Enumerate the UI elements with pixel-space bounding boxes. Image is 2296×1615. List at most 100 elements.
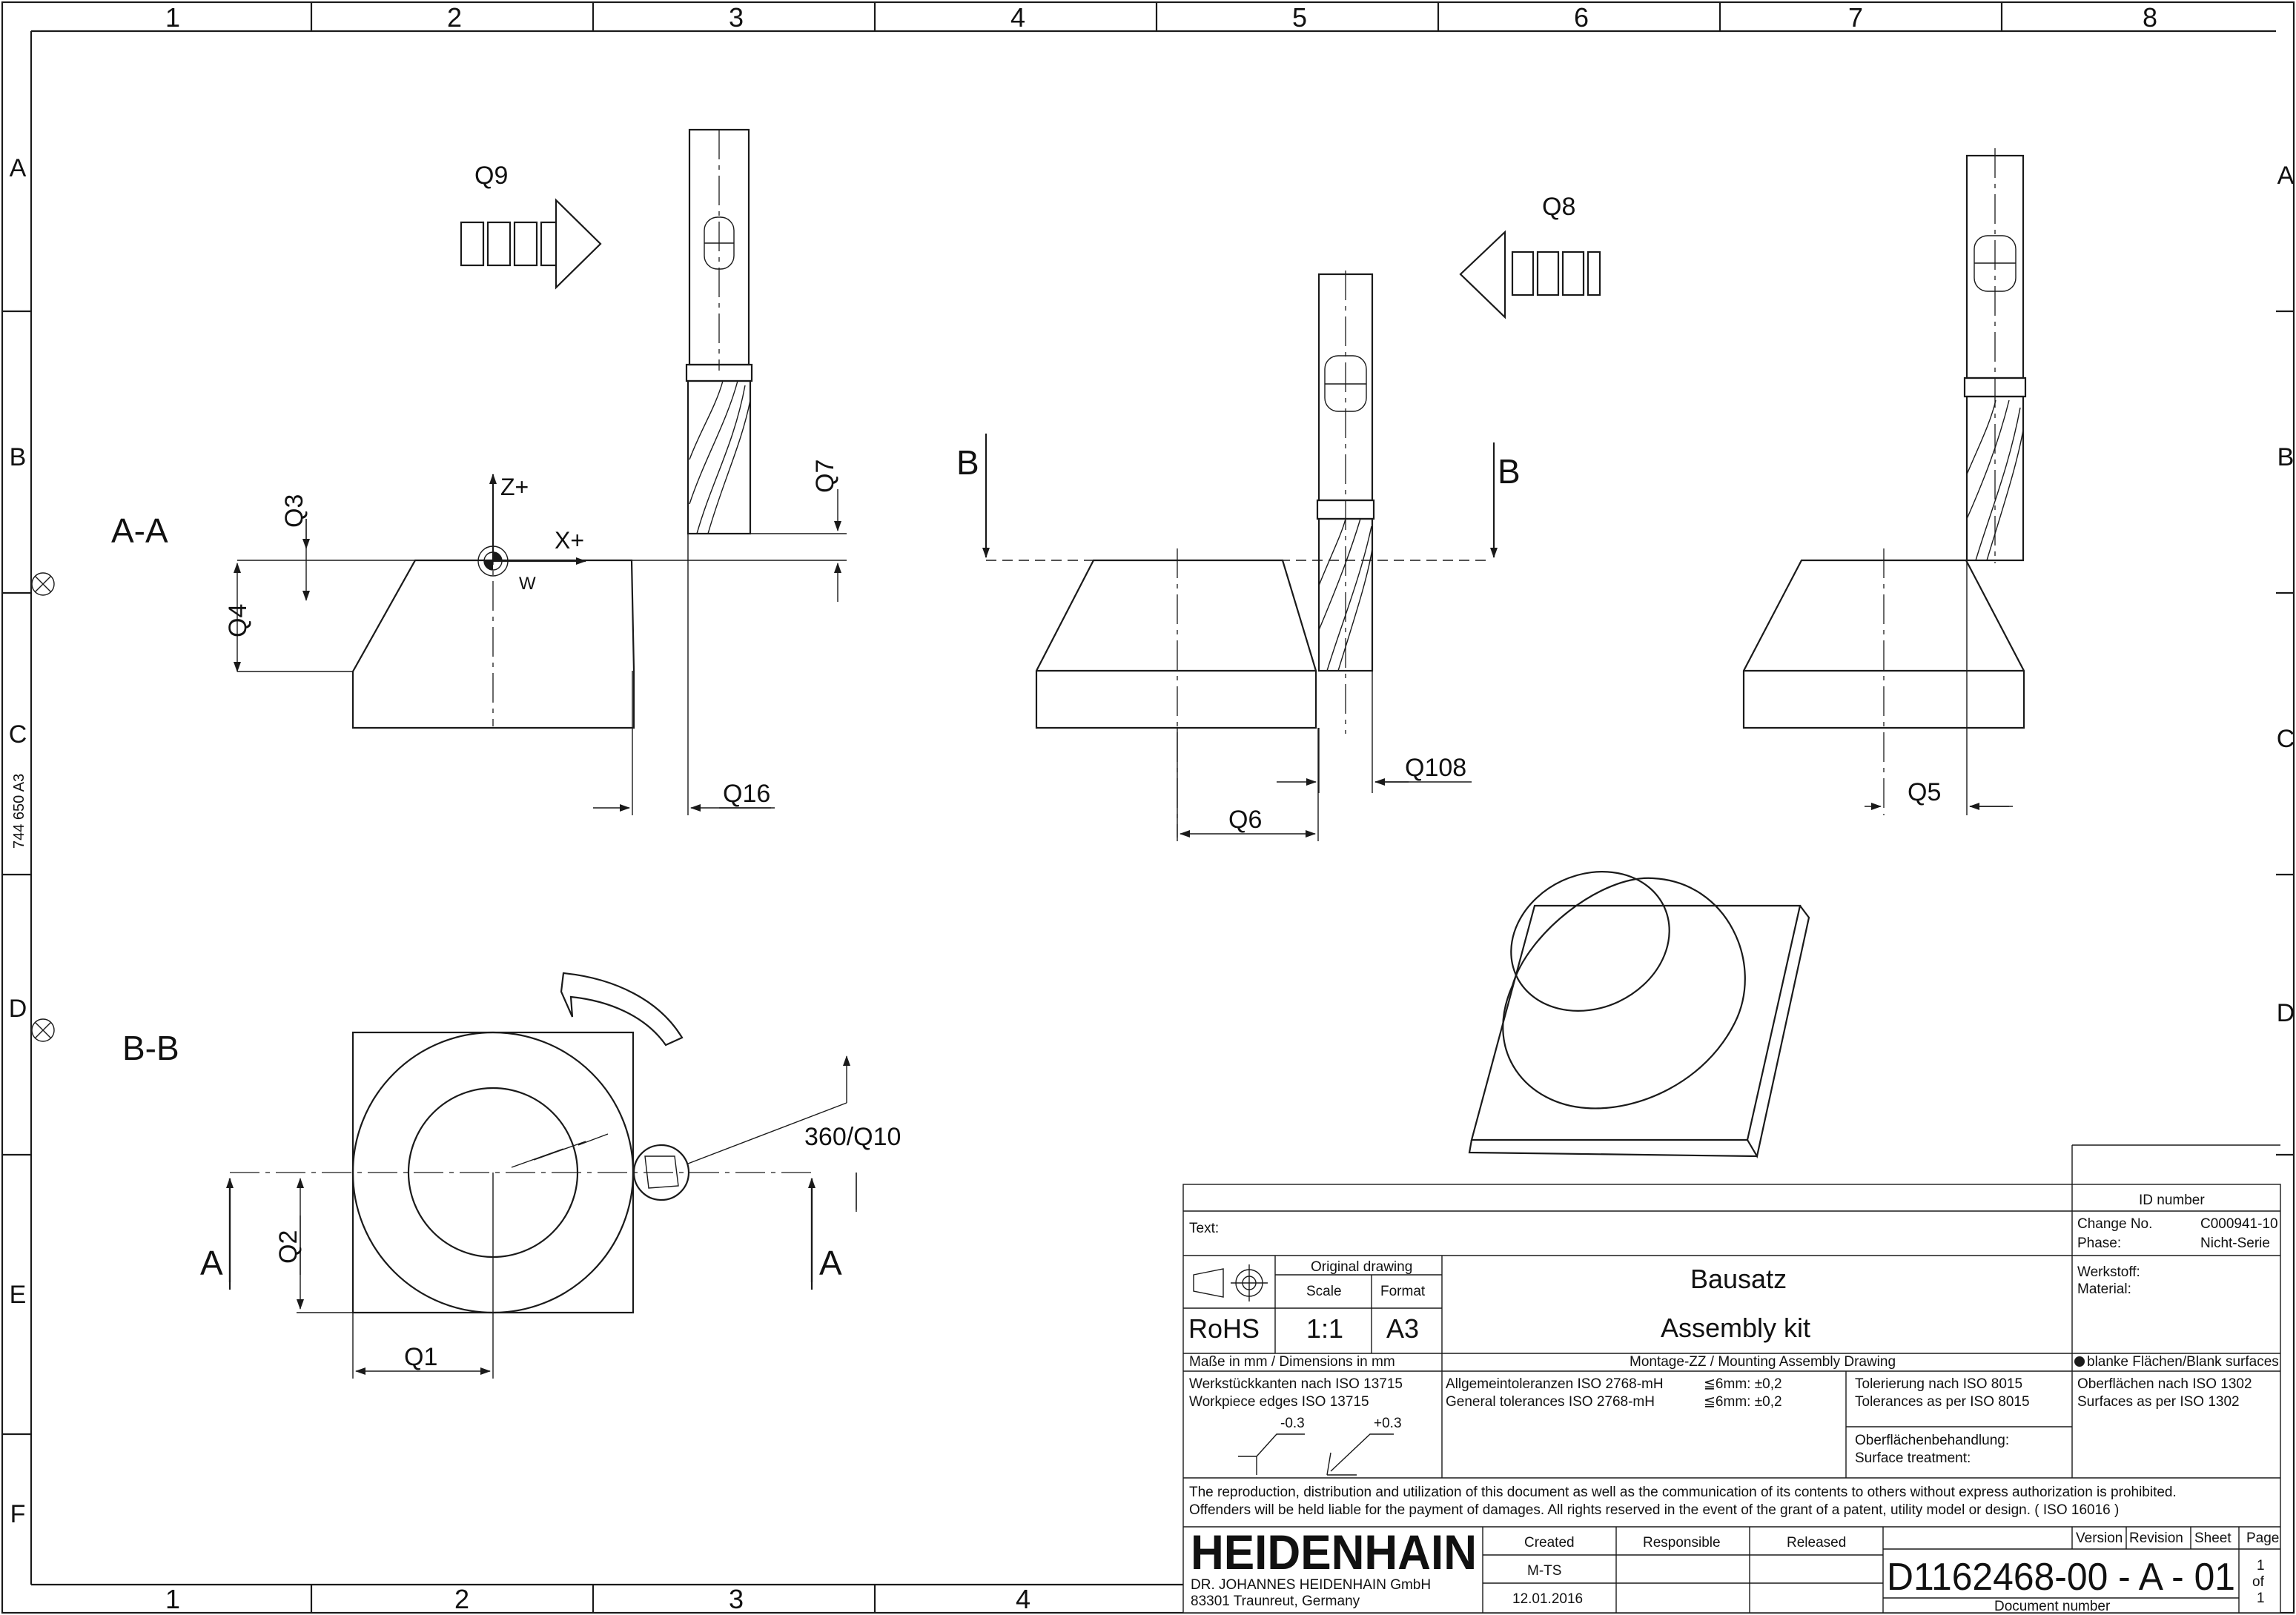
z-axis-label: Z+ bbox=[500, 474, 529, 500]
section-aa-view: A-A Z+ X+ W Q3 Q4 bbox=[111, 128, 847, 815]
title-de: Bausatz bbox=[1690, 1264, 1787, 1294]
col-label-1-bottom: 1 bbox=[165, 1584, 180, 1614]
rotation-arrow-icon bbox=[560, 972, 684, 1047]
edge-minus: -0.3 bbox=[1280, 1416, 1305, 1431]
scale-value: 1:1 bbox=[1306, 1313, 1343, 1344]
section-aa-label: A-A bbox=[111, 511, 168, 550]
cut-label-b-left: B bbox=[956, 443, 979, 482]
edges-de: Werkstückkanten nach ISO 13715 bbox=[1189, 1376, 1403, 1392]
cut-label-b-right: B bbox=[1498, 452, 1521, 491]
feed-label-q9: Q9 bbox=[474, 162, 508, 190]
created-date: 12.01.2016 bbox=[1512, 1591, 1583, 1607]
milling-cutter-right bbox=[1963, 148, 2027, 563]
page-label: Page bbox=[2246, 1531, 2279, 1546]
dimension-q3: Q3 bbox=[280, 494, 308, 528]
row-label-c: C bbox=[9, 720, 27, 749]
change-no-value: C000941-10 bbox=[2200, 1216, 2278, 1232]
released-label: Released bbox=[1787, 1535, 1846, 1551]
original-drawing-label: Original drawing bbox=[1311, 1259, 1412, 1275]
edge-symbol-minus-icon bbox=[1238, 1433, 1305, 1475]
row-label-f: F bbox=[10, 1500, 26, 1528]
col-label-2-bottom: 2 bbox=[454, 1584, 469, 1614]
workpiece-origin-label: W bbox=[519, 574, 536, 594]
milling-cutter-middle bbox=[1316, 271, 1375, 734]
werkstoff-label: Werkstoff: bbox=[2077, 1264, 2140, 1280]
page-of: of bbox=[2252, 1574, 2265, 1590]
dimension-q1: Q1 bbox=[404, 1343, 437, 1371]
edge-plus: +0.3 bbox=[1374, 1416, 1402, 1431]
treatment-en: Surface treatment: bbox=[1855, 1450, 1971, 1466]
col-label-4-bottom: 4 bbox=[1016, 1584, 1030, 1614]
dimension-q16: Q16 bbox=[723, 780, 770, 808]
iso1302-en: Surfaces as per ISO 1302 bbox=[2077, 1394, 2240, 1410]
col-label-8: 8 bbox=[2143, 2, 2157, 33]
drawing-type: Montage-ZZ / Mounting Assembly Drawing bbox=[1630, 1354, 1896, 1370]
section-bb-label: B-B bbox=[122, 1029, 179, 1067]
feed-arrow-right-icon bbox=[460, 198, 602, 290]
iso8015-en: Tolerances as per ISO 8015 bbox=[1855, 1394, 2030, 1410]
row-labels: A B C D E F A B C D bbox=[9, 154, 2295, 1528]
col-label-1: 1 bbox=[165, 2, 180, 33]
id-number-label: ID number bbox=[2139, 1193, 2205, 1208]
dimension-q5: Q5 bbox=[1908, 778, 1941, 806]
notice-line-1: The reproduction, distribution and utili… bbox=[1189, 1485, 2177, 1500]
company-name: DR. JOHANNES HEIDENHAIN GmbH bbox=[1191, 1577, 1431, 1593]
document-number-label: Document number bbox=[1994, 1599, 2111, 1614]
row-label-a: A bbox=[10, 154, 27, 182]
col-label-6: 6 bbox=[1574, 2, 1589, 33]
phase-value: Nicht-Serie bbox=[2200, 1236, 2270, 1251]
title-en: Assembly kit bbox=[1661, 1313, 1810, 1343]
document-number: D1162468-00 - A - 01 bbox=[1887, 1556, 2235, 1599]
revision-label: Revision bbox=[2129, 1531, 2183, 1546]
format-label: Format bbox=[1380, 1284, 1426, 1299]
dimensions-note: Maße in mm / Dimensions in mm bbox=[1189, 1354, 1395, 1370]
material-label: Material: bbox=[2077, 1281, 2131, 1297]
section-bb-view: B-B 360/Q10 A A Q2 Q1 bbox=[122, 972, 901, 1379]
responsible-label: Responsible bbox=[1643, 1535, 1721, 1551]
dimension-q108: Q108 bbox=[1405, 754, 1466, 782]
col-label-3-bottom: 3 bbox=[729, 1584, 744, 1614]
surfaces-note: blanke Flächen/Blank surfaces bbox=[2087, 1354, 2279, 1370]
col-label-4: 4 bbox=[1010, 2, 1025, 33]
page-total: 1 bbox=[2257, 1591, 2265, 1606]
col-label-7: 7 bbox=[1848, 2, 1863, 33]
dimension-q2: Q2 bbox=[274, 1230, 302, 1264]
scale-label: Scale bbox=[1306, 1284, 1342, 1299]
tolerance-value-2: ≦6mm: ±0,2 bbox=[1704, 1394, 1782, 1410]
tolerance-en: General tolerances ISO 2768-mH bbox=[1446, 1394, 1655, 1410]
feed-label-q8: Q8 bbox=[1542, 193, 1575, 221]
isometric-view bbox=[1468, 871, 1810, 1158]
row-label-a-right: A bbox=[2277, 162, 2295, 190]
milling-cutter-aa bbox=[685, 128, 753, 535]
side-code: 744 650 A3 bbox=[11, 774, 27, 849]
x-axis-label: X+ bbox=[555, 527, 584, 554]
edges-en: Workpiece edges ISO 13715 bbox=[1189, 1394, 1369, 1410]
row-label-e: E bbox=[10, 1281, 27, 1309]
dimension-q7: Q7 bbox=[811, 460, 839, 493]
row-label-d: D bbox=[9, 995, 27, 1023]
created-by: M-TS bbox=[1527, 1563, 1561, 1579]
phase-label: Phase: bbox=[2077, 1236, 2121, 1251]
row-label-b-right: B bbox=[2277, 443, 2295, 471]
row-label-b: B bbox=[10, 443, 27, 471]
tolerance-value-1: ≦6mm: ±0,2 bbox=[1704, 1376, 1782, 1392]
title-block: ID number Change No. C000941-10 Phase: N… bbox=[1182, 1144, 2281, 1614]
treatment-de: Oberflächenbehandlung: bbox=[1855, 1433, 2009, 1448]
punch-mark-icon bbox=[31, 572, 55, 1042]
format-value: A3 bbox=[1386, 1313, 1419, 1344]
cut-label-a-right: A bbox=[819, 1244, 842, 1282]
feed-arrow-left-icon bbox=[1459, 230, 1601, 319]
cut-label-a-left: A bbox=[200, 1244, 223, 1282]
iso8015-de: Tolerierung nach ISO 8015 bbox=[1855, 1376, 2022, 1392]
page-number: 1 bbox=[2257, 1558, 2265, 1573]
row-label-c-right: C bbox=[2277, 725, 2295, 753]
dimension-q4: Q4 bbox=[224, 604, 252, 637]
column-labels: 1 2 3 4 5 6 7 8 1 2 3 4 bbox=[165, 2, 2157, 1614]
dimension-q10: 360/Q10 bbox=[804, 1123, 901, 1151]
tolerance-de: Allgemeintoleranzen ISO 2768-mH bbox=[1446, 1376, 1664, 1392]
edge-symbol-plus-icon bbox=[1326, 1433, 1394, 1476]
row-label-d-right: D bbox=[2277, 999, 2295, 1027]
section-bb-elevation: B B Q6 Q108 Q8 bbox=[956, 193, 1601, 841]
